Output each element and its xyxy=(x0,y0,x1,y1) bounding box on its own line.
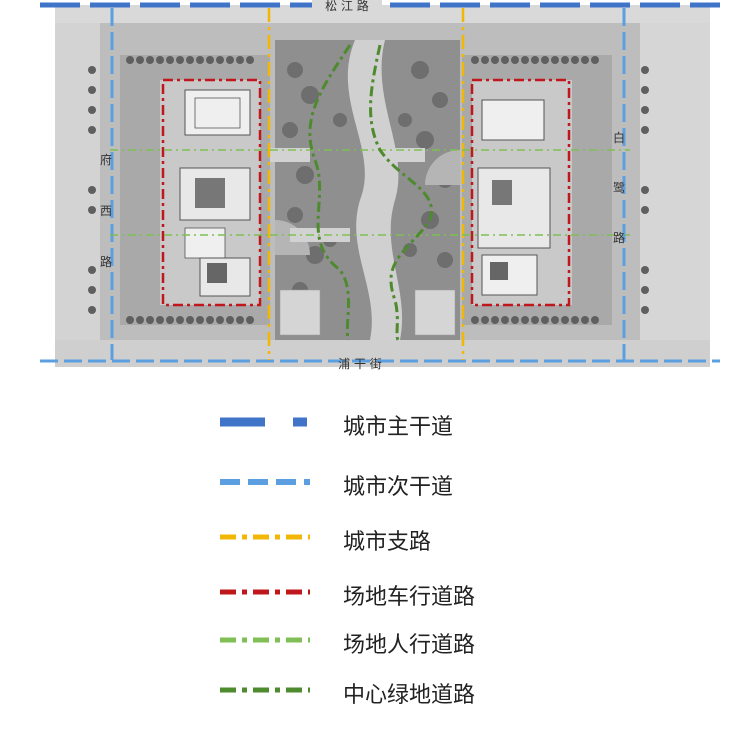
perimeter-trees xyxy=(88,56,649,324)
green-path-west xyxy=(308,44,352,341)
west-building-court xyxy=(195,178,225,208)
east-building-north xyxy=(481,99,545,141)
west-road-name-2: 西 xyxy=(100,204,112,218)
green-path-east xyxy=(369,44,434,341)
west-road-name-1: 府 xyxy=(100,152,112,167)
east-street-band xyxy=(640,20,710,365)
north-street-band xyxy=(55,5,710,23)
legend-row-major-road: 城市主干道 xyxy=(215,402,635,442)
south-road-name: 浦 干 街 xyxy=(338,357,382,371)
west-building-annex xyxy=(184,227,226,259)
east-fan-plaza xyxy=(425,150,460,185)
legend-label-major-road: 城市主干道 xyxy=(343,415,454,440)
east-building-south-core xyxy=(490,262,508,280)
west-vehicle-loop xyxy=(161,78,262,307)
legend-line-branch-road xyxy=(220,534,310,540)
legend-row-branch-road: 城市支路 xyxy=(215,517,635,557)
east-parking xyxy=(414,289,456,336)
legend-label-branch-road: 城市支路 xyxy=(343,530,432,555)
legend-line-green-road xyxy=(220,687,310,693)
legend-line-pedestrian-road xyxy=(220,637,310,643)
west-building-south-core xyxy=(207,263,227,283)
legend-label-green-road: 中心绿地道路 xyxy=(343,683,476,708)
east-vehicle-loop xyxy=(470,78,571,307)
east-road-name-2: 鹭 xyxy=(613,180,625,195)
west-building-north xyxy=(184,89,251,136)
legend-line-major-road xyxy=(220,417,307,427)
legend-row-vehicle-road: 场地车行道路 xyxy=(215,572,635,612)
north-label-bg xyxy=(312,0,382,12)
legend-row-pedestrian-road: 场地人行道路 xyxy=(215,620,635,660)
legend-label-secondary-road: 城市次干道 xyxy=(343,475,454,500)
park-water-path xyxy=(347,40,403,340)
legend-line-vehicle-road xyxy=(220,589,310,595)
west-parking xyxy=(279,289,321,336)
east-road-name-1: 白 xyxy=(613,130,625,145)
west-road-name-3: 路 xyxy=(100,254,112,269)
west-footbridge xyxy=(270,148,310,162)
north-road-name: 松 江 路 xyxy=(325,0,369,13)
site-plan-map: 松 江 路 浦 干 街 府 西 路 白 鹭 路 xyxy=(40,0,720,371)
legend-row-green-road: 中心绿地道路 xyxy=(215,670,635,710)
legend-line-secondary-road xyxy=(220,479,310,485)
east-building-court xyxy=(492,180,512,205)
south-street-band xyxy=(55,340,710,367)
legend-label-pedestrian-road: 场地人行道路 xyxy=(343,633,476,658)
east-building-middle xyxy=(477,167,551,249)
legend-row-secondary-road: 城市次干道 xyxy=(215,462,635,502)
west-building-north-roof xyxy=(194,97,241,129)
legend-label-vehicle-road: 场地车行道路 xyxy=(343,585,476,610)
east-road-name-3: 路 xyxy=(613,230,625,245)
east-footbridge xyxy=(380,148,425,162)
